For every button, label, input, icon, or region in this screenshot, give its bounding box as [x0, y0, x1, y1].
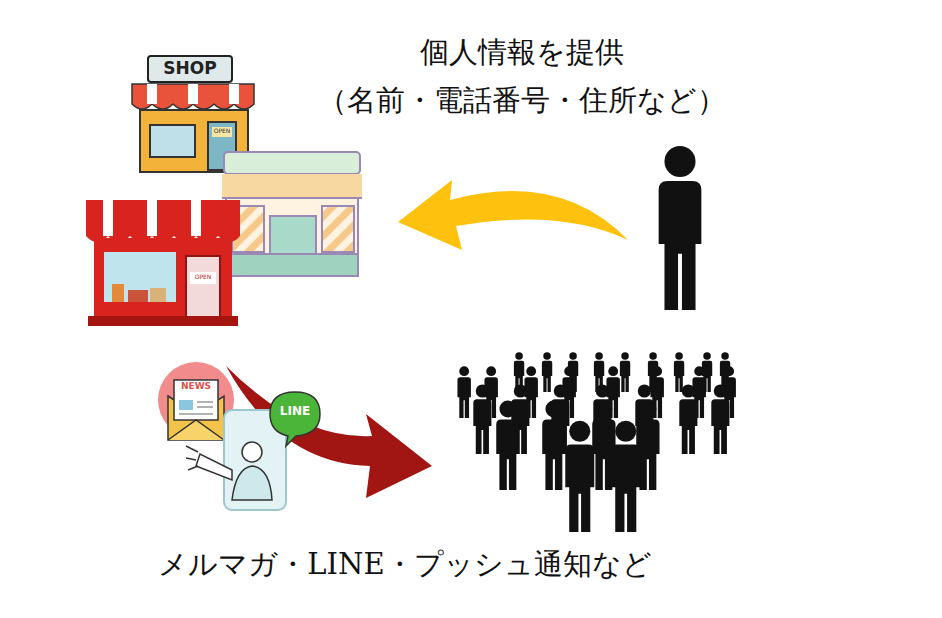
line-bubble	[270, 392, 320, 446]
crowd-person	[565, 421, 594, 532]
shop-sign: SHOP	[163, 59, 216, 79]
news-icon	[158, 362, 234, 440]
crowd-person	[611, 421, 640, 532]
crowd-person	[457, 366, 470, 418]
subtitle-text: （名前・電話番号・住所など）	[318, 84, 726, 117]
line-text: LINE	[280, 405, 310, 419]
news-text: NEWS	[181, 381, 211, 391]
open-sign: OPEN	[195, 274, 212, 281]
red-shop	[86, 200, 240, 326]
open-sign: OPEN	[214, 128, 231, 135]
crowd-person	[473, 384, 491, 454]
title-text: 個人情報を提供	[420, 36, 624, 69]
crowd-person	[542, 352, 552, 392]
crowd	[457, 352, 735, 532]
crowd-person	[711, 384, 729, 454]
crowd-person	[620, 352, 630, 392]
crowd-person	[542, 401, 565, 490]
person-icon	[659, 146, 702, 310]
crowd-person	[674, 352, 684, 392]
crowd-person	[679, 384, 697, 454]
pastel-shop	[222, 152, 362, 276]
phone-icon	[186, 410, 286, 510]
yellow-arrow	[398, 180, 628, 250]
caption-text: メルマガ・LINE・プッシュ通知など	[158, 548, 651, 581]
crowd-person	[496, 401, 519, 490]
